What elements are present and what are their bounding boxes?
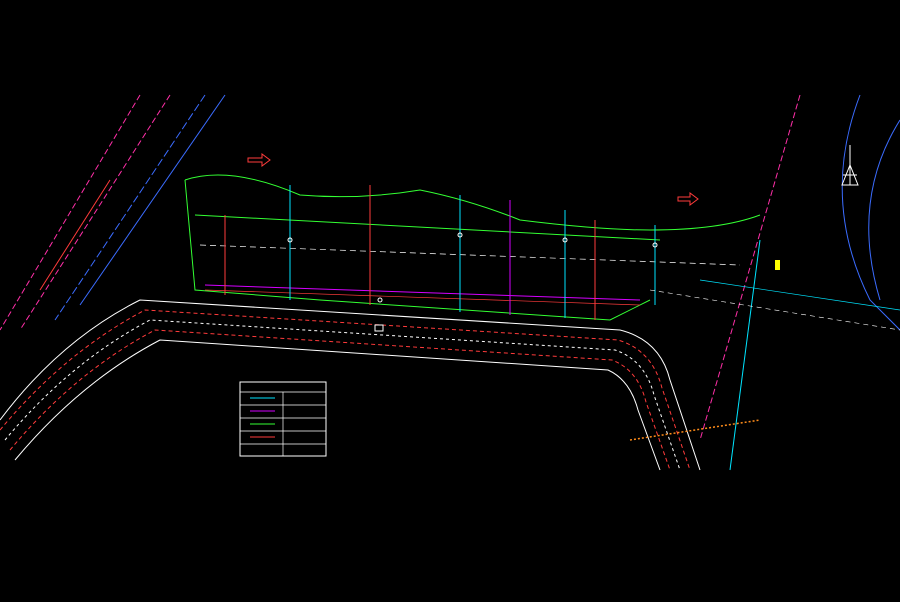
flow-arrow-icon bbox=[247, 153, 699, 206]
legend-table bbox=[239, 381, 327, 457]
left-road bbox=[0, 94, 226, 331]
north-arrow-icon bbox=[841, 145, 859, 186]
vertical-section-lines bbox=[224, 185, 656, 320]
main-road-band bbox=[0, 299, 701, 471]
utility-line bbox=[629, 419, 761, 441]
right-roads bbox=[649, 94, 900, 471]
survey-markers bbox=[287, 232, 780, 332]
parcel-boundary bbox=[184, 174, 761, 321]
